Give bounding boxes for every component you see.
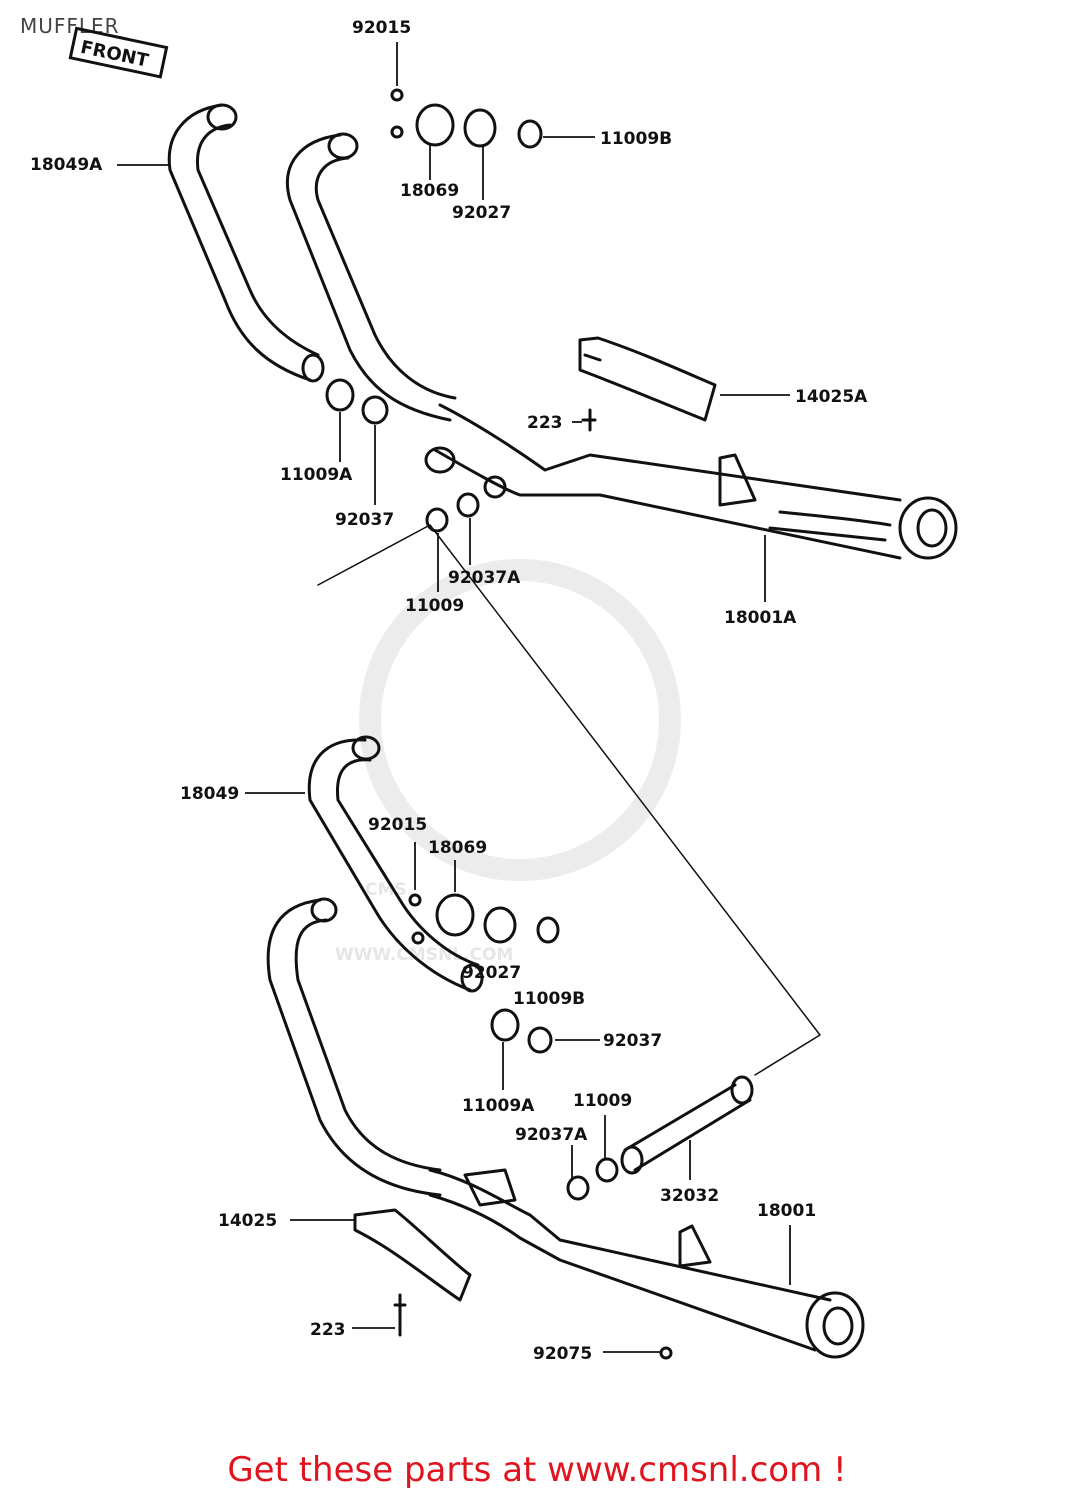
- watermark-logo: CMS: [365, 880, 407, 900]
- label-14025A: 14025A: [795, 387, 868, 407]
- muffler-18001A: [424, 403, 958, 560]
- label-18049: 18049: [180, 784, 239, 804]
- label-92037-bottom: 92037: [603, 1031, 662, 1051]
- label-92015-top: 92015: [352, 18, 411, 38]
- footer-link-text[interactable]: Get these parts at www.cmsnl.com !: [227, 1450, 847, 1490]
- exhaust-pipe-18049A: [167, 103, 325, 383]
- label-223-top: 223: [527, 413, 563, 433]
- cms-watermark: CMS WWW.CMSNL.COM: [335, 559, 681, 965]
- exhaust-pipe-top-right: [285, 132, 457, 422]
- heat-guard-14025A: [578, 336, 717, 422]
- label-18069-bottom: 18069: [428, 838, 487, 858]
- assembly-outline: [317, 524, 821, 1076]
- label-11009A-top: 11009A: [280, 465, 353, 485]
- muffler-18001: [428, 1168, 865, 1359]
- label-92037A-top: 92037A: [448, 568, 521, 588]
- label-223-bottom: 223: [310, 1320, 346, 1340]
- watermark-url: WWW.CMSNL.COM: [335, 945, 513, 965]
- part-labels: 92015 11009B 18049A 18069 92027 14025A 2…: [30, 18, 868, 1364]
- label-11009-top: 11009: [405, 596, 464, 616]
- label-18049A: 18049A: [30, 155, 103, 175]
- exhaust-pipe-bottom-left: [266, 897, 442, 1197]
- label-92075: 92075: [533, 1344, 592, 1364]
- label-92015-bottom: 92015: [368, 815, 427, 835]
- label-18001A: 18001A: [724, 608, 797, 628]
- label-92037-top: 92037: [335, 510, 394, 530]
- label-92037A-bottom: 92037A: [515, 1125, 588, 1145]
- label-92027-bottom: 92027: [462, 963, 521, 983]
- label-18069-top: 18069: [400, 181, 459, 201]
- label-32032: 32032: [660, 1186, 719, 1206]
- leader-lines: [117, 42, 791, 1353]
- heat-guard-14025: [353, 1208, 472, 1302]
- front-badge: FRONT: [68, 26, 169, 79]
- label-18001: 18001: [757, 1201, 816, 1221]
- bottom-small-parts: [393, 893, 673, 1360]
- label-11009B-top: 11009B: [600, 129, 672, 149]
- top-small-parts: [325, 88, 597, 533]
- label-11009-bottom: 11009: [573, 1091, 632, 1111]
- exhaust-pipe-18049: [307, 735, 484, 993]
- label-11009B-bottom: 11009B: [513, 989, 585, 1009]
- label-92027-top: 92027: [452, 203, 511, 223]
- label-11009A-bottom: 11009A: [462, 1096, 535, 1116]
- connector-pipe-32032: [620, 1075, 754, 1175]
- label-14025: 14025: [218, 1211, 277, 1231]
